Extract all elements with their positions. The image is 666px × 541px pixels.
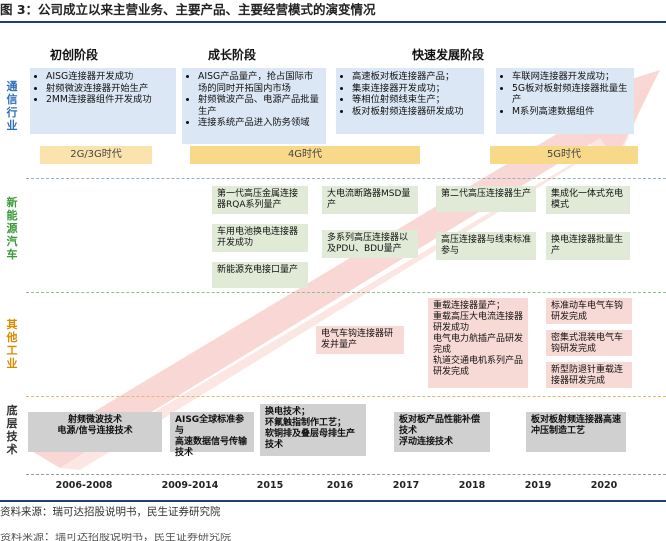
- nev-box-integrated: 集成化一体式充电模式: [546, 186, 630, 214]
- nev-box-charge: 新能源充电接口量产: [212, 262, 308, 288]
- list-item: 5G板对板射频连接器批量生产: [512, 83, 629, 106]
- divider-comm: [26, 178, 666, 179]
- list-item: 射频微波连接器开始生产: [46, 83, 171, 95]
- list-item: 轨道交通电机系列产品研发完成: [433, 356, 524, 377]
- comm-box-5g: 车联网连接器开发成功； 5G板对板射频连接器批量生产 M系列高速数据组件: [496, 68, 634, 134]
- ind-box-emu: 标准动车电气车钩研发完成: [546, 298, 632, 324]
- nev-box-gen2: 第二代高压连接器生产: [436, 186, 536, 212]
- list-item: AISG连接器开发成功: [46, 71, 171, 83]
- top-rule: [0, 21, 666, 23]
- ind-box-antiback: 新型防退针重载连接器研发完成: [546, 362, 632, 388]
- list-item: 板对板射频连接器研发成功: [352, 106, 479, 118]
- year-label: 2017: [392, 480, 420, 491]
- year-label: 2019: [524, 480, 552, 491]
- list-item: M系列高速数据组件: [512, 106, 629, 118]
- year-label: 2015: [256, 480, 284, 491]
- year-label: 2016: [326, 480, 354, 491]
- base-box-b2b: 板对板产品性能补偿技术 浮动连接技术: [394, 412, 490, 452]
- comm-box-rapid: 高速板对板连接器产品； 集束连接器开发成功； 等相位射频线束生产； 板对板射频连…: [336, 68, 484, 134]
- base-box-swap: 换电技术； 环氟触指制作工艺； 软铜排及叠层母排生产技术: [260, 404, 366, 456]
- nev-box-rqa: 第一代高压金属连接器RQA系列量产: [212, 186, 308, 214]
- era-2g3g: 2G/3G时代: [40, 146, 152, 164]
- figure-title: 图 3：公司成立以来主营业务、主要产品、主要经营模式的演变情况: [0, 2, 376, 17]
- list-item: 重载高压大电流连接器研发成功: [433, 312, 524, 333]
- divider-ind: [26, 396, 666, 397]
- divider-nev: [26, 292, 666, 293]
- list-item: 集束连接器开发成功；: [352, 83, 479, 95]
- nev-box-pdu: 多系列高压连接器以及PDU、BDU量产: [322, 230, 418, 258]
- stage-rapid: 快速发展阶段: [412, 48, 485, 62]
- year-label: 2009-2014: [161, 480, 219, 491]
- nev-box-standard: 高压连接器与线束标准参与: [436, 232, 536, 260]
- list-item: 2MM连接器组件开发成功: [46, 94, 171, 106]
- source-note: 资料来源：瑞可达招股说明书，民生证券研究院: [0, 506, 221, 518]
- list-item: 等相位射频线束生产；: [352, 94, 479, 106]
- list-item: 射频微波产品、电源产品批量生产: [198, 94, 321, 117]
- list-item: 连接系统产品进入防务领域: [198, 117, 321, 129]
- base-box-rf: 射频微波技术 电源/信号连接技术: [28, 412, 162, 452]
- list-item: 高速板对板连接器产品；: [352, 71, 479, 83]
- stage-growth: 成长阶段: [208, 48, 257, 62]
- row-label-ind: 其他工业: [6, 318, 18, 370]
- nev-box-msd: 大电流断路器MSD量产: [322, 186, 418, 214]
- year-label: 2006-2008: [55, 480, 113, 491]
- row-label-base: 底层技术: [6, 404, 18, 456]
- era-5g: 5G时代: [490, 146, 638, 164]
- ind-box-heavy: 重载连接器量产； 重载高压大电流连接器研发成功 电气电力航插产品研发完成 轨道交…: [428, 298, 528, 388]
- ind-box-dense: 密集式混装电气车钩研发完成: [546, 330, 632, 356]
- year-label: 2018: [458, 480, 486, 491]
- stage-startup: 初创阶段: [50, 48, 99, 62]
- list-item: 重载连接器量产；: [433, 301, 506, 311]
- ind-box-coupler: 电气车钩连接器研发并量产: [316, 326, 404, 354]
- nev-box-swap-mass: 换电连接器批量生产: [546, 232, 630, 260]
- era-4g: 4G时代: [190, 146, 420, 164]
- cropped-text: 资料来源：瑞可达招股说明书，民生证券研究院: [0, 533, 231, 541]
- year-label: 2020: [590, 480, 618, 491]
- list-item: 车联网连接器开发成功；: [512, 71, 629, 83]
- divider-base: [26, 474, 666, 475]
- bottom-rule: [0, 500, 666, 502]
- nev-box-swap: 车用电池换电连接器开发成功: [212, 224, 308, 252]
- list-item: AISG产品量产，抢占国际市场的同时开拓国内市场: [198, 71, 321, 94]
- comm-box-growth: AISG产品量产，抢占国际市场的同时开拓国内市场 射频微波产品、电源产品批量生产…: [182, 68, 326, 144]
- row-label-nev: 新能源汽车: [6, 196, 18, 261]
- base-box-stamping: 板对板射频连接器高速冲压制造工艺: [526, 412, 626, 452]
- comm-box-startup: AISG连接器开发成功 射频微波连接器开始生产 2MM连接器组件开发成功: [30, 68, 176, 134]
- row-label-comm: 通信行业: [6, 80, 18, 132]
- list-item: 电气电力航插产品研发完成: [433, 334, 524, 355]
- base-box-aisg: AISG全球标准参与 高速数据信号传输技术: [170, 412, 254, 458]
